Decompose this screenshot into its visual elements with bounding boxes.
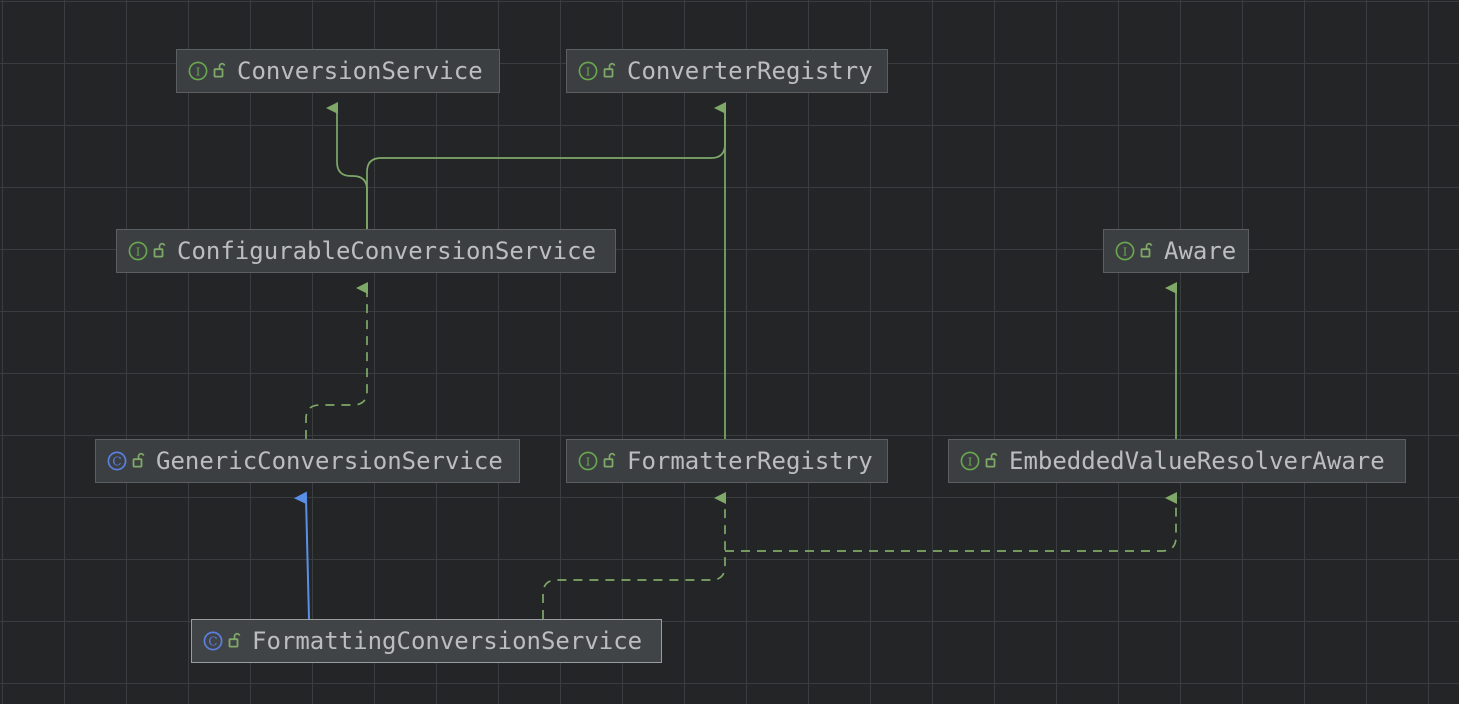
class-node-formatting-conversion-service[interactable]: C FormattingConversionService (191, 619, 662, 663)
svg-text:I: I (586, 454, 591, 468)
svg-text:C: C (208, 634, 217, 648)
class-node-label: EmbeddedValueResolverAware (1009, 447, 1385, 475)
edge-implements-formatting-conversion-service-to-formatter-registry[interactable] (542, 492, 726, 619)
svg-text:I: I (968, 454, 973, 468)
unlocked-padlock-icon (131, 452, 156, 470)
class-node-embedded-value-resolver-aware[interactable]: I EmbeddedValueResolverAware (948, 439, 1406, 483)
class-node-label: FormattingConversionService (252, 627, 643, 655)
edge-extends-configurable-conversion-service-to-conversion-service[interactable] (326, 102, 368, 229)
interface-circle-icon: I (959, 450, 984, 472)
svg-text:I: I (586, 64, 591, 78)
class-node-label: FormatterRegistry (627, 447, 873, 475)
unlocked-padlock-icon (227, 632, 252, 650)
unlocked-padlock-icon (152, 242, 177, 260)
unlocked-padlock-icon (984, 452, 1009, 470)
interface-circle-icon: I (577, 450, 602, 472)
svg-text:I: I (196, 64, 201, 78)
class-circle-icon: C (106, 450, 131, 472)
class-node-label: ConverterRegistry (627, 57, 873, 85)
class-node-label: ConversionService (237, 57, 483, 85)
svg-text:I: I (136, 244, 141, 258)
unlocked-padlock-icon (602, 452, 627, 470)
unlocked-padlock-icon (1139, 242, 1164, 260)
class-node-label: Aware (1164, 237, 1237, 265)
svg-text:C: C (112, 454, 121, 468)
unlocked-padlock-icon (212, 62, 237, 80)
class-circle-icon: C (202, 630, 227, 652)
interface-circle-icon: I (127, 240, 152, 262)
class-node-formatter-registry[interactable]: I FormatterRegistry (566, 439, 888, 483)
interface-circle-icon: I (1114, 240, 1139, 262)
svg-text:I: I (1123, 244, 1128, 258)
edge-extends-formatting-conversion-service-to-generic-conversion-service[interactable] (294, 491, 310, 620)
edge-implements-formatting-conversion-service-to-embedded-value-resolver-aware[interactable] (725, 492, 1177, 552)
edge-extends-configurable-conversion-service-to-converter-registry[interactable] (366, 102, 726, 229)
class-node-configurable-conversion-service[interactable]: I ConfigurableConversionService (116, 229, 616, 273)
class-node-label: GenericConversionService (156, 447, 503, 475)
class-node-generic-conversion-service[interactable]: C GenericConversionService (95, 439, 520, 483)
class-node-label: ConfigurableConversionService (177, 237, 597, 265)
class-node-conversion-service[interactable]: I ConversionService (176, 49, 500, 93)
interface-circle-icon: I (577, 60, 602, 82)
class-node-aware[interactable]: I Aware (1103, 229, 1249, 273)
edge-implements-generic-conversion-service-to-configurable-conversion-service[interactable] (305, 282, 368, 439)
unlocked-padlock-icon (602, 62, 627, 80)
interface-circle-icon: I (187, 60, 212, 82)
class-node-converter-registry[interactable]: I ConverterRegistry (566, 49, 888, 93)
